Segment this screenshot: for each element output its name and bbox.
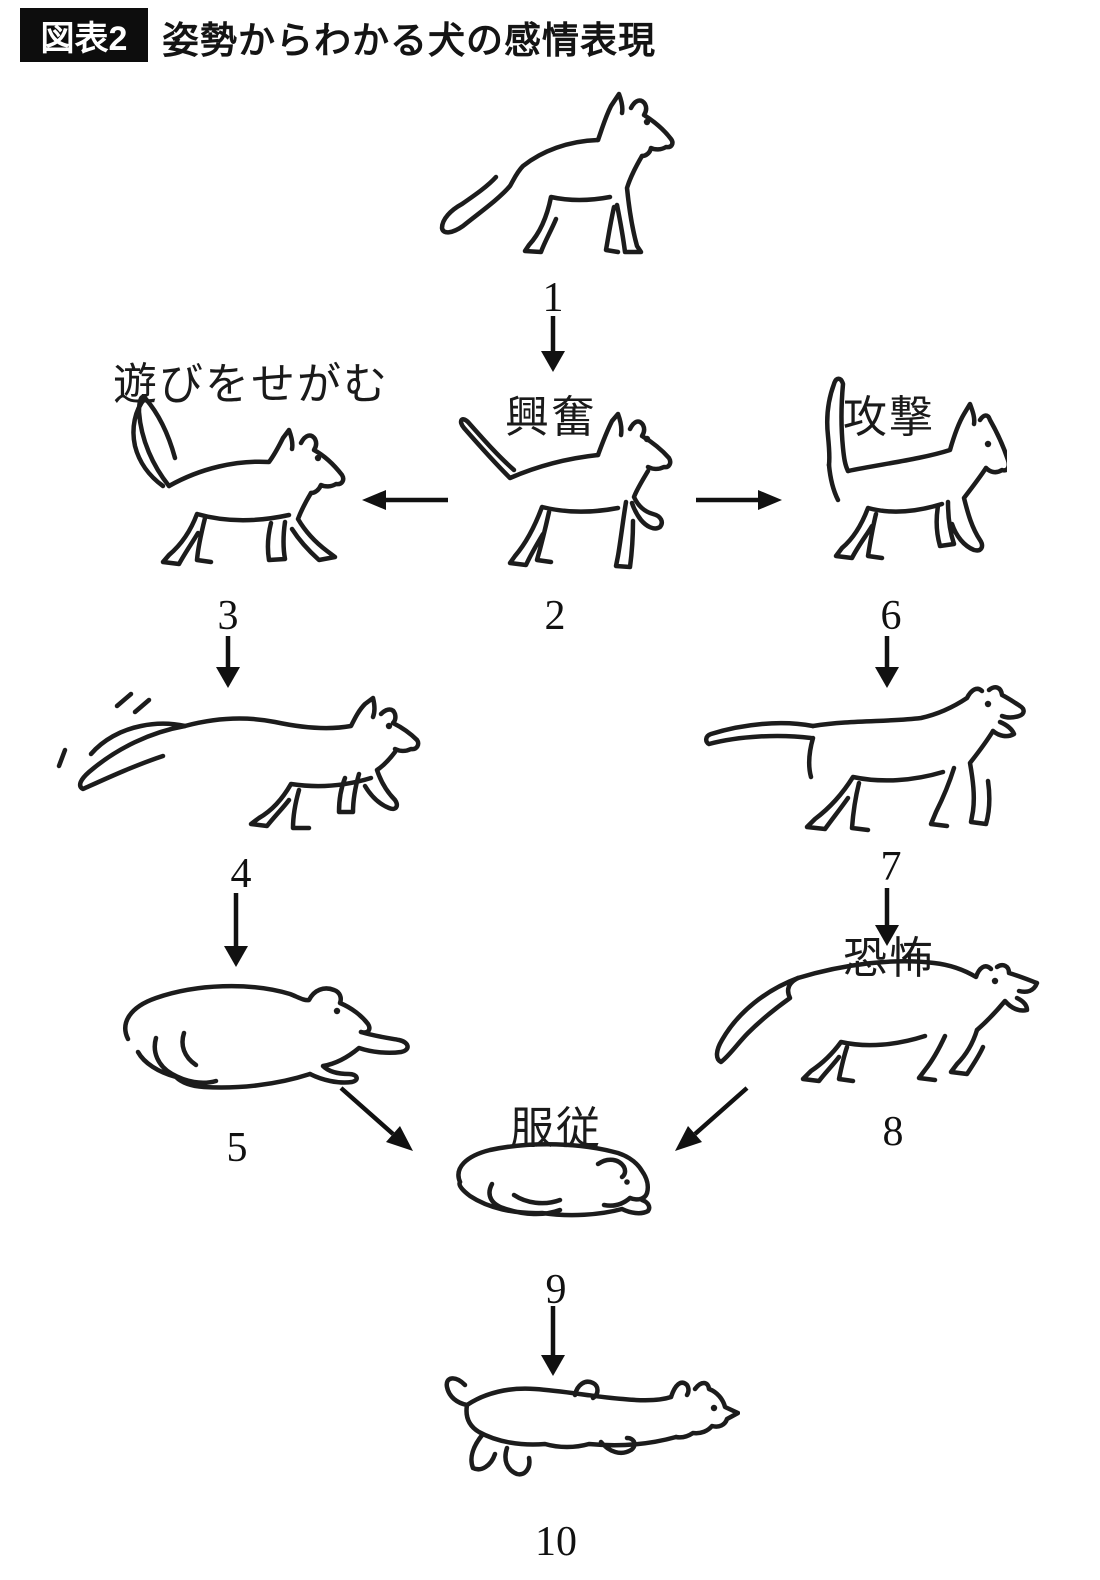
fearful-dog-tail-tucked-illustration [714, 959, 1040, 1084]
node-4-number: 4 [230, 851, 252, 897]
dog-lying-on-back-belly-up-illustration [444, 1376, 740, 1477]
node-5-number: 5 [226, 1125, 248, 1171]
node-8-number: 8 [882, 1109, 904, 1155]
node-1-number: 1 [542, 275, 564, 321]
figure-badge: 図表2 [20, 8, 148, 62]
node-2-number: 2 [544, 593, 566, 639]
arrow-2-to-3 [362, 490, 448, 510]
node-6-label: 攻撃 [843, 393, 935, 442]
arrow-1-to-2 [541, 316, 565, 372]
arrow-7-to-8 [875, 888, 899, 946]
arrow-6-to-7 [875, 636, 899, 688]
stiff-dog-tail-horizontal-barking-illustration [704, 685, 1026, 833]
node-3-number: 3 [217, 593, 239, 639]
node-8-label: 恐怖 [843, 934, 935, 983]
arrow-8-to-9 [675, 1086, 749, 1151]
node-3-label: 遊びをせがむ [113, 360, 389, 409]
play-soliciting-dog-tail-up-illustration [131, 394, 346, 567]
node-7-number: 7 [880, 844, 902, 890]
arrow-9-to-10 [541, 1306, 565, 1376]
arrow-2-to-6 [696, 490, 782, 510]
arrow-5-to-9 [339, 1086, 413, 1151]
submissive-dog-lying-flat-illustration [456, 1142, 652, 1218]
excited-dog-paw-raised-illustration [458, 411, 673, 570]
figure-title: 姿勢からわかる犬の感情表現 [162, 20, 656, 61]
node-10-number: 10 [535, 1519, 577, 1565]
arrow-4-to-5 [224, 893, 248, 967]
node-9-number: 9 [545, 1267, 567, 1313]
arrow-3-to-4 [216, 636, 240, 688]
crouching-low-dog-illustration [123, 983, 410, 1090]
standing-alert-dog-illustration [439, 91, 675, 255]
aggressive-dog-tail-straight-up-illustration [825, 376, 1007, 561]
play-bow-tail-wagging-dog-illustration [56, 691, 421, 831]
node-6-number: 6 [880, 593, 902, 639]
node-2-label: 興奮 [505, 393, 597, 442]
